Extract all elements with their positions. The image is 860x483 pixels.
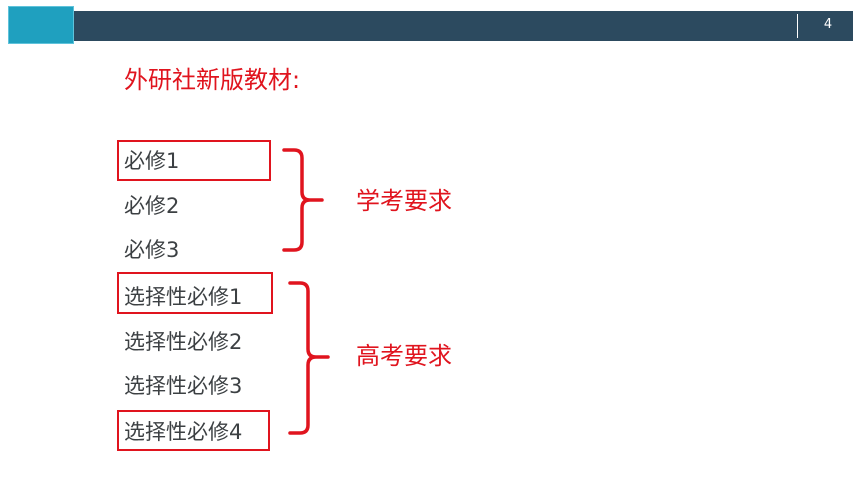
- highlight-box-compulsory-1: [117, 140, 271, 181]
- brace-compulsory-icon: [282, 148, 324, 252]
- course-elective-1: 选择性必修1: [124, 285, 243, 309]
- course-elective-3: 选择性必修3: [124, 374, 243, 398]
- header-accent-block: [8, 6, 74, 44]
- course-elective-4: 选择性必修4: [124, 420, 243, 444]
- page-number-divider: [797, 14, 798, 38]
- course-elective-2: 选择性必修2: [124, 330, 243, 354]
- page-number: 4: [823, 17, 833, 32]
- highlight-box-elective-4: [117, 410, 270, 451]
- course-compulsory-2: 必修2: [124, 194, 180, 218]
- course-compulsory-1: 必修1: [124, 149, 180, 173]
- requirement-label-elective: 高考要求: [356, 342, 452, 370]
- slide-heading: 外研社新版教材:: [124, 66, 301, 94]
- header-bar: [8, 11, 853, 41]
- requirement-label-compulsory: 学考要求: [356, 187, 452, 215]
- course-compulsory-3: 必修3: [124, 238, 180, 262]
- highlight-box-elective-1: [117, 272, 273, 314]
- brace-elective-icon: [288, 281, 330, 435]
